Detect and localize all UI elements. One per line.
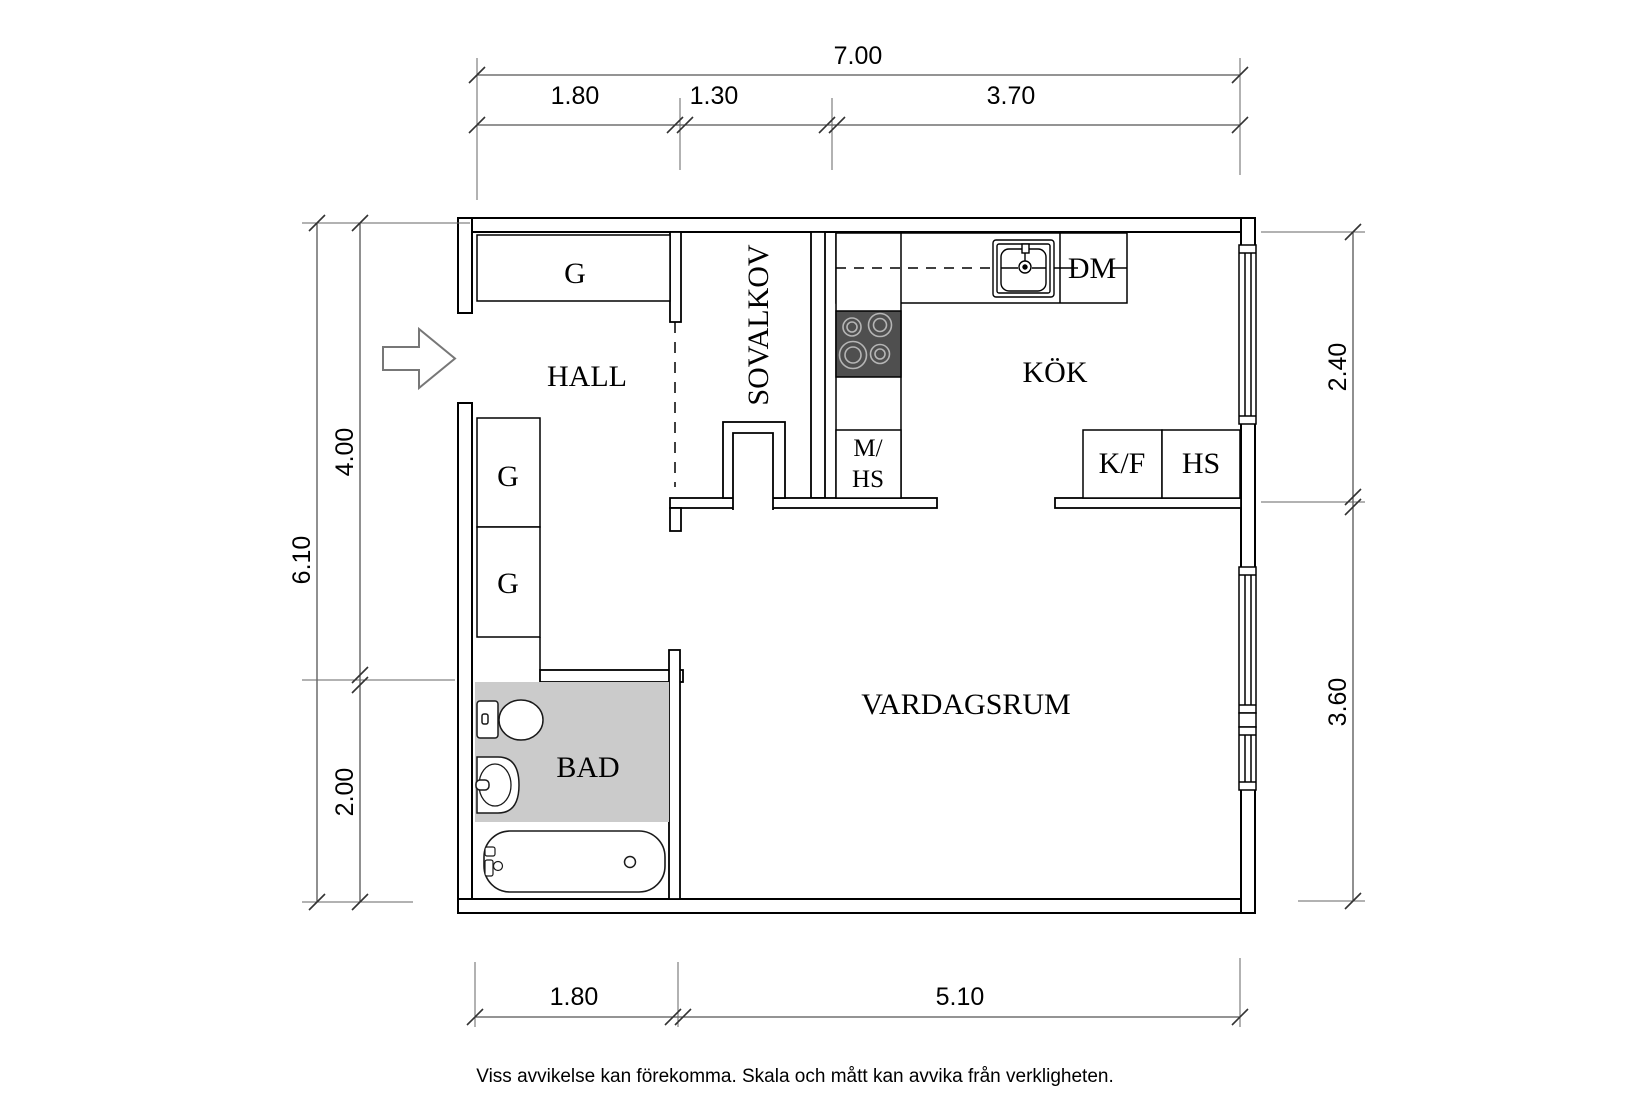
bathtub-tap-top: [484, 846, 496, 857]
dishwasher-label: DM: [1068, 252, 1116, 285]
dim-bottom-seg2: 5.10: [936, 983, 985, 1011]
window-livingroom-lower: [1238, 726, 1257, 791]
wall-kitchen-south-left: [669, 497, 938, 509]
wardrobe-label: G: [497, 567, 519, 600]
window-kitchen: [1238, 244, 1257, 425]
dim-top-total: 7.00: [834, 42, 883, 70]
wardrobe-low-box: [476, 526, 541, 638]
wall-left-upper: [457, 217, 473, 314]
bathroom-fixtures: [475, 699, 666, 893]
entrance-arrow-icon: [382, 326, 457, 391]
wall-alcove-kitchen: [810, 231, 826, 499]
wall-kitchen-south-right: [1054, 497, 1242, 509]
dimension-ticks: [308, 66, 1362, 1026]
stove: [835, 310, 902, 378]
ticks-left-total: [308, 214, 326, 911]
ticks-top-total: [468, 66, 1249, 84]
wall-hall-alcove-stub: [669, 231, 682, 323]
micro-cabinet-box: [835, 429, 902, 499]
window-mullion-block: [1238, 712, 1257, 728]
burner-icon: [869, 343, 891, 365]
wall-left-lower: [457, 402, 473, 914]
micro-label-line1: M/: [853, 435, 882, 462]
bathtub-tap-body: [484, 859, 494, 877]
wall-bath-east: [668, 649, 681, 900]
room-label-kok: KÖK: [1023, 356, 1088, 389]
stove-burners: [838, 312, 893, 370]
burner-icon: [844, 346, 862, 364]
dim-bottom-seg1: 1.80: [550, 983, 599, 1011]
dim-top-seg2: 1.30: [690, 82, 739, 110]
room-label-hall: HALL: [547, 360, 627, 393]
burner-icon: [872, 317, 888, 333]
room-label-vardagsrum: VARDAGSRUM: [861, 688, 1071, 721]
ticks-left-segments: [351, 214, 369, 911]
bathtub-drain: [623, 855, 637, 869]
dimension-lines: [316, 74, 1354, 1018]
dim-right-seg1: 2.40: [1324, 343, 1352, 392]
wall-jamb-passage: [669, 507, 682, 532]
windows: [1238, 244, 1257, 791]
burner-icon: [846, 321, 858, 333]
ticks-top-segments: [468, 116, 1249, 134]
labels: HALL SOVALKOV KÖK VARDAGSRUM BAD G G G D…: [497, 244, 1220, 784]
kitchen-sink: [992, 239, 1127, 298]
ticks-bottom-segments: [466, 1008, 1249, 1026]
cabinet-box: [1161, 429, 1241, 499]
washbasin: [475, 756, 520, 814]
burner-icon: [838, 340, 868, 370]
dim-right-seg2: 3.60: [1324, 678, 1352, 727]
extension-lines-top: [476, 58, 1241, 200]
burner-icon: [842, 317, 862, 337]
dimension-extensions: [302, 58, 1365, 1027]
room-label-sovalkov: SOVALKOV: [742, 244, 775, 405]
toilet-bowl: [498, 699, 544, 741]
wardrobe-top-box: [476, 234, 671, 302]
dim-top-seg1: 1.80: [551, 82, 600, 110]
hall-wardrobes: [476, 234, 671, 670]
toilet: [476, 699, 544, 741]
dim-top-seg3: 3.70: [987, 82, 1036, 110]
wall-shaft-inner: [732, 432, 774, 510]
wall-bath-north: [539, 669, 684, 683]
burner-icon: [874, 348, 886, 360]
dim-left-seg2: 2.00: [331, 768, 359, 817]
room-label-bad: BAD: [556, 751, 619, 784]
faucet-base: [1021, 243, 1030, 254]
cabinet-label: HS: [1182, 447, 1220, 480]
wardrobe-label: G: [497, 460, 519, 493]
wall-bottom: [457, 898, 1256, 914]
extension-lines-right: [1261, 231, 1365, 902]
dimension-labels: 7.00 1.80 1.30 3.70 6.10 4.00 2.00 2.40 …: [288, 42, 1352, 1011]
washbasin-tap: [475, 779, 490, 791]
dim-left-seg1: 4.00: [331, 428, 359, 477]
ticks-right-segments: [1344, 223, 1362, 910]
bathtub-tap-knob: [492, 860, 504, 872]
disclaimer-text: Viss avvikelse kan förekomma. Skala och …: [476, 1066, 1114, 1087]
faucet-dot: [1022, 264, 1028, 270]
burner-icon: [867, 312, 893, 338]
wardrobe-mid-box: [476, 417, 541, 528]
wall-top: [457, 217, 1256, 233]
bathtub: [483, 830, 666, 893]
fridge-box: [1082, 429, 1163, 499]
extension-lines-left: [302, 222, 470, 903]
window-livingroom-upper: [1238, 566, 1257, 714]
bathtub-outline: [483, 830, 666, 893]
micro-label-line2: HS: [852, 466, 884, 493]
fridge-label: K/F: [1099, 447, 1146, 480]
dim-left-total: 6.10: [288, 536, 316, 585]
toilet-button: [481, 713, 489, 725]
wardrobe-label: G: [564, 257, 586, 290]
